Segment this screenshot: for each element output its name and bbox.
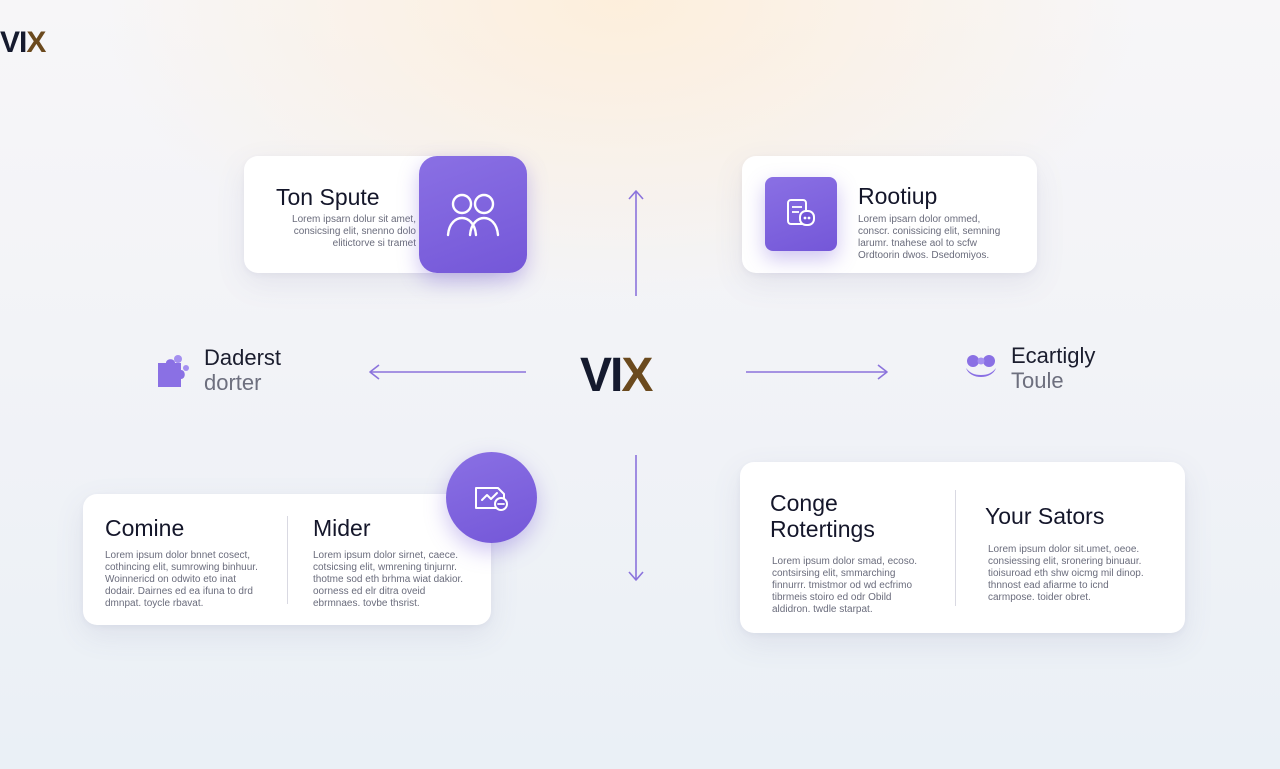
handshake-icon	[474, 486, 508, 511]
brand-logo[interactable]: VIX	[0, 26, 46, 59]
left-item-subtitle: dorter	[204, 370, 262, 395]
card-top-right-text: Lorem ipsarn dolor ommed, conscr. coniss…	[858, 214, 1001, 261]
people-icon	[446, 193, 500, 236]
card-bottom-right: Conge Rotertings Lorem ipsum dolor smad,…	[740, 462, 1185, 633]
card-top-left-text: Lorem ipsarn dolur sit amet, consicsing …	[292, 214, 416, 249]
card-top-right: Rootiup Lorem ipsarn dolor ommed, conscr…	[742, 156, 1037, 273]
arrow-down	[628, 455, 644, 581]
center-logo: VIX	[580, 349, 653, 402]
brand-logo-main: VI	[0, 26, 27, 59]
arrow-left	[369, 364, 526, 380]
card-top-right-title: Rootiup	[858, 183, 938, 209]
heart-hands-icon	[966, 355, 996, 377]
arrow-up	[628, 190, 644, 296]
arrow-right	[746, 364, 888, 380]
people-icon-tile[interactable]	[419, 156, 527, 273]
right-item-subtitle: Toule	[1011, 368, 1064, 393]
puzzle-icon	[158, 355, 189, 387]
brand-logo-accent: X	[26, 26, 46, 59]
card-bottom-left-col1-text: Lorem ipsum dolor bnnet cosect, cothinci…	[105, 550, 258, 609]
right-item-title: Ecartigly	[1011, 343, 1096, 368]
handshake-icon-badge[interactable]	[446, 452, 537, 543]
left-item: Daderst dorter	[154, 346, 314, 398]
card-bottom-right-col2-title: Your Sators	[985, 503, 1105, 529]
card-bottom-right-col1-title: Conge Rotertings	[770, 490, 875, 543]
card-bottom-right-col1-text: Lorem ipsum dolor smad, ecoso. contsirsi…	[772, 556, 918, 615]
card-bottom-left-col1-title: Comine	[105, 515, 185, 541]
document-badge-icon-tile[interactable]	[765, 177, 837, 251]
left-item-title: Daderst	[204, 345, 282, 370]
card-bottom-right-divider	[955, 490, 956, 606]
card-top-left-title: Ton Spute	[276, 184, 380, 210]
card-bottom-left: Comine Lorem ipsum dolor bnnet cosect, c…	[83, 494, 491, 625]
document-badge-icon	[787, 199, 815, 226]
center-logo-main: VI	[580, 349, 623, 402]
card-bottom-left-col2-title: Mider	[313, 515, 371, 541]
card-bottom-left-divider	[287, 516, 288, 604]
card-bottom-left-col2-text: Lorem ipsum dolor sirnet, caece. cotsics…	[313, 550, 464, 609]
card-bottom-right-col2-text: Lorem ipsum dolor sit.umet, oeoe. consie…	[988, 544, 1144, 603]
right-item: Ecartigly Toule	[964, 344, 1134, 396]
center-logo-accent: X	[621, 349, 653, 402]
